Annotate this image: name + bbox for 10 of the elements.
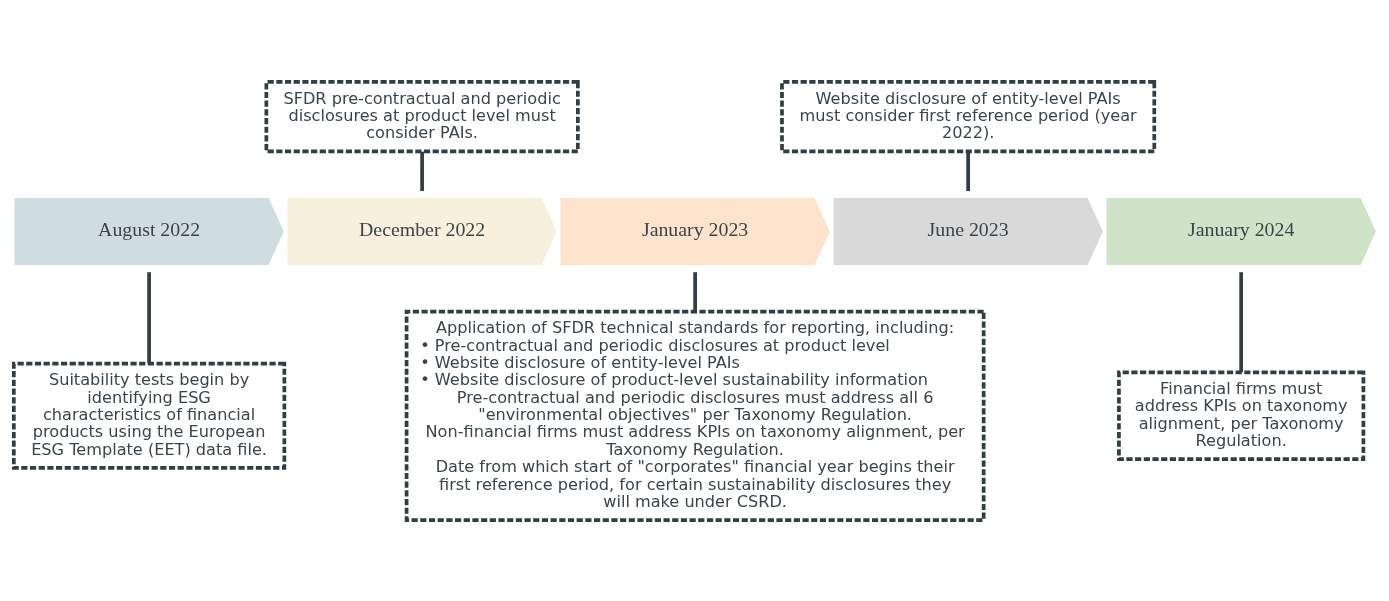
connector: [1239, 271, 1243, 372]
connector: [420, 151, 424, 191]
node-box: Website disclosure of entity-level PAIs must consider first reference period (year 2022).: [780, 79, 1157, 153]
node-box: Application of SFDR technical standards for reporting, including: • Pre-contractual and periodic disclosures at product level • Website disclosure of entity-level PAIs • Website disclosure of product-level sustainability information Pre-contractual and periodic disclosures must address all 6 "environmental objectives" per Taxonomy Regulation. Non-financial firms must address KPIs on taxonomy alignment, per Taxonomy Regulation. Date from which start of "corporates" financial year begins their first reference period, for certain sustainability disclosures they will make under CSRD.: [404, 309, 986, 522]
connector: [147, 271, 151, 363]
node-box: Financial firms must address KPIs on taxonomy alignment, per Taxonomy Regulation.: [1117, 370, 1366, 461]
node-box: Suitability tests begin by identifying ESG characteristics of financial products using the European ESG Template (EET) data file.: [11, 361, 287, 470]
connector: [693, 271, 697, 311]
node-box: SFDR pre-contractual and periodic disclosures at product level must consider PAIs.: [264, 79, 580, 153]
connector: [966, 151, 970, 191]
